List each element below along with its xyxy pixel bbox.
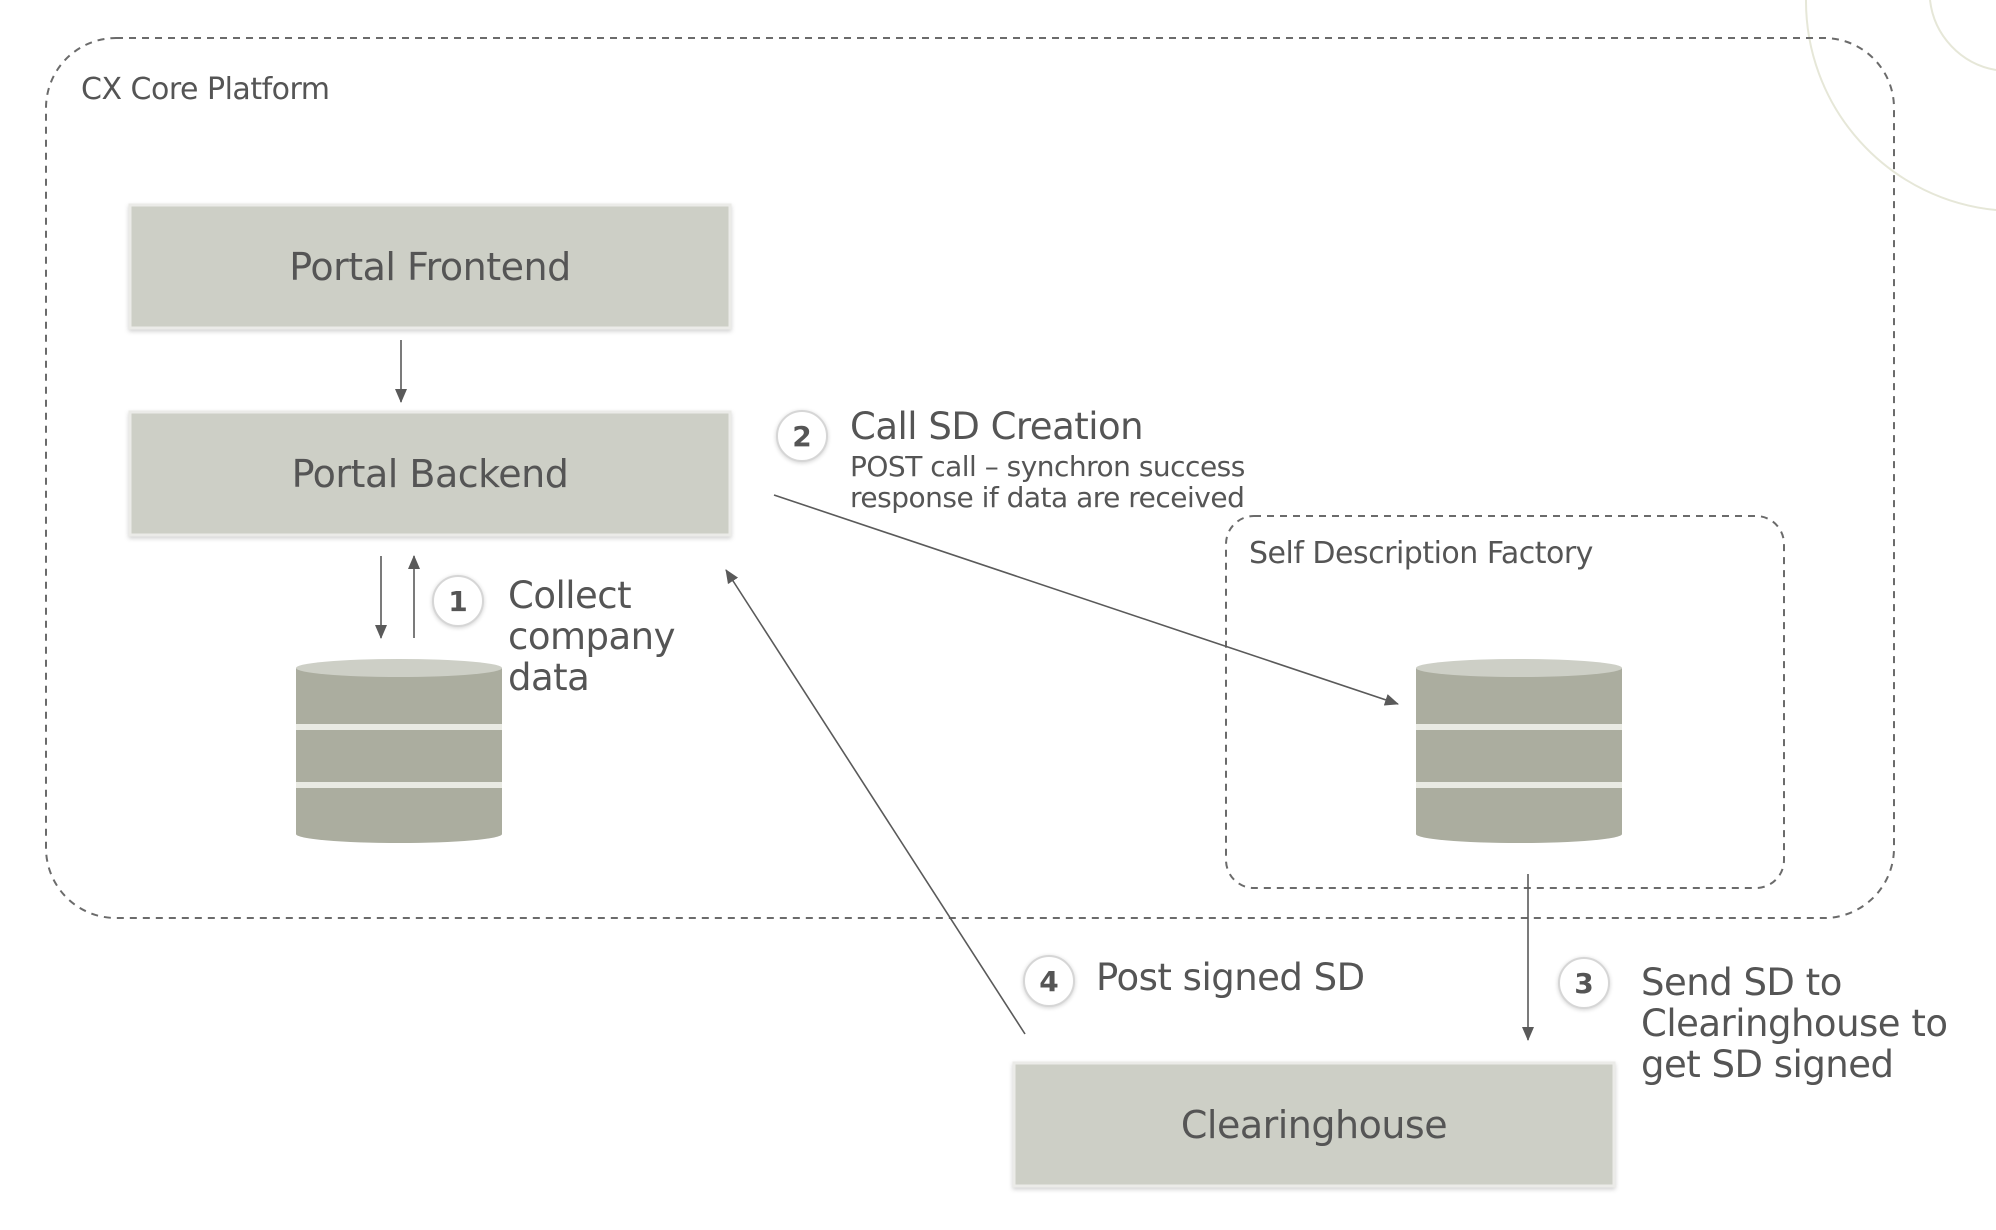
sd-factory-database-icon <box>1416 659 1622 843</box>
step-3-label-line-3: get SD signed <box>1641 1043 1894 1086</box>
portal-frontend-label: Portal Frontend <box>289 244 571 289</box>
step-3-label-line-1: Send SD to <box>1641 961 1842 1004</box>
step-2-badge: 2 <box>776 410 828 462</box>
step-1-label-line-2: company <box>508 615 676 658</box>
step-2-detail-line-2: response if data are received <box>850 481 1245 514</box>
clearinghouse-box[interactable] <box>1012 1061 1616 1188</box>
step-3-label-line-2: Clearinghouse to <box>1641 1002 1948 1045</box>
portal-backend-box[interactable] <box>128 410 732 537</box>
step-1-label-line-1: Collect <box>508 574 632 617</box>
sd-factory-boundary <box>1225 515 1785 889</box>
arrow-backend-to-sd-factory <box>773 494 1399 706</box>
cx-core-platform-title: CX Core Platform <box>81 72 330 107</box>
clearinghouse-label: Clearinghouse <box>1180 1102 1448 1147</box>
step-1-badge: 1 <box>432 575 484 627</box>
step-4-badge: 4 <box>1023 955 1075 1007</box>
portal-frontend-box[interactable] <box>128 203 732 330</box>
portal-backend-label: Portal Backend <box>291 451 569 496</box>
decorative-arcs <box>1804 0 1996 211</box>
arrow-clearinghouse-to-backend <box>725 569 1026 1035</box>
sd-factory-title: Self Description Factory <box>1249 536 1593 571</box>
step-3-badge: 3 <box>1558 957 1610 1009</box>
step-2-detail-line-1: POST call – synchron success <box>850 450 1245 483</box>
step-4-label: Post signed SD <box>1096 956 1365 999</box>
cx-core-platform-boundary <box>45 37 1895 919</box>
step-2-title: Call SD Creation <box>850 405 1144 448</box>
portal-database-icon <box>296 659 502 843</box>
step-1-label-line-3: data <box>508 656 590 699</box>
